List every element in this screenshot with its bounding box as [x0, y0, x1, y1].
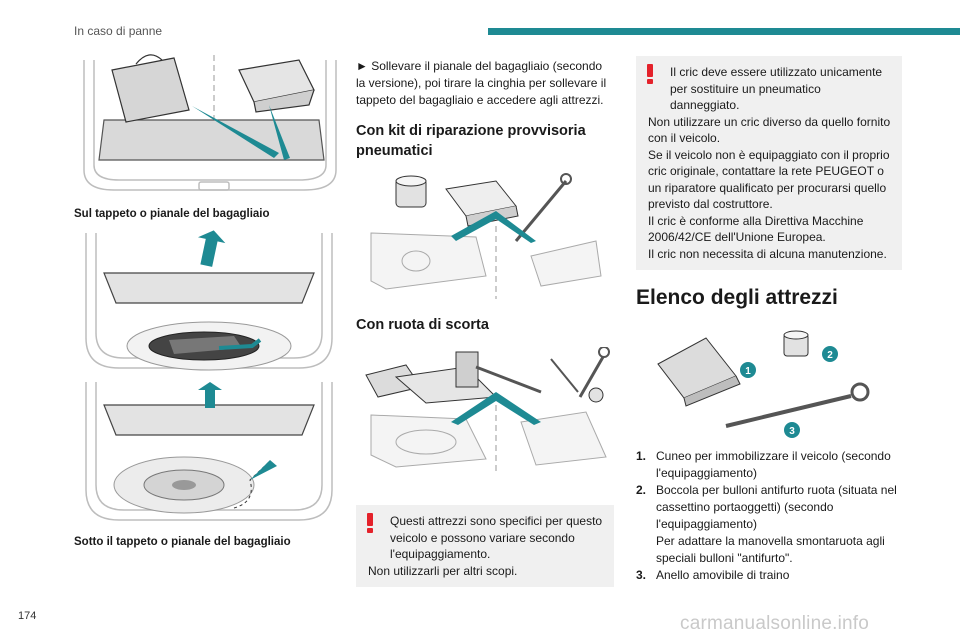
page-number: 174	[18, 610, 37, 622]
list-item-number: 1.	[636, 449, 647, 463]
caption-on-floor: Sul tappeto o pianale del bagagliaio	[74, 208, 270, 220]
jack-warning-text-5: Il cric non necessita di alcuna manutenz…	[648, 246, 887, 261]
jack-warning-text-3: Se il veicolo non è equipaggiato con il …	[648, 147, 890, 212]
callout-3-label: 3	[789, 426, 795, 437]
callout-1-label: 1	[745, 366, 751, 377]
spare-wheel-illustration	[85, 382, 333, 521]
callout-1-marker	[740, 362, 756, 378]
list-item-number: 2.	[636, 483, 647, 497]
jack-warning-text-1: Il cric deve essere utilizzato unicament…	[670, 65, 883, 112]
list-item: 1. Cuneo per immobilizzare il veicolo (s…	[636, 448, 902, 482]
list-item-text: Boccola per bulloni antifurto ruota (sit…	[656, 483, 897, 531]
list-item: 2. Boccola per bulloni antifurto ruota (…	[636, 482, 902, 567]
jack-warning-text-4: Il cric è conforme alla Direttiva Macchi…	[648, 213, 864, 245]
repair-kit-illustration	[370, 173, 602, 299]
list-item-text: Cuneo per immobilizzare il veicolo (seco…	[656, 449, 891, 480]
middle-column: ► Sollevare il pianale del bagagliaio (s…	[356, 50, 614, 587]
tools-list-illustration: 1 2 3	[657, 330, 870, 438]
tools-list: 1. Cuneo per immobilizzare il veicolo (s…	[636, 448, 902, 584]
heading-tools-list: Elenco degli attrezzi	[636, 286, 838, 309]
tools-warning-box: Questi attrezzi sono specifici per quest…	[356, 505, 614, 587]
list-item-text: Anello amovibile di traino	[656, 568, 790, 582]
callout-2-label: 2	[827, 350, 833, 361]
tools-warning-text-2: Non utilizzarli per altri scopi.	[368, 563, 518, 578]
intro-instruction: ► Sollevare il pianale del bagagliaio (s…	[356, 59, 607, 107]
callout-3-marker	[784, 422, 800, 438]
list-item-subtext: Per adattare la manovella smontaruota ag…	[656, 534, 885, 565]
heading-repair-kit: Con kit di riparazione provvisoria pneum…	[356, 123, 586, 159]
header-section-title: In caso di panne	[74, 24, 163, 38]
header-accent-bar	[488, 28, 960, 35]
jack-warning-box: Il cric deve essere utilizzato unicament…	[636, 56, 902, 270]
callout-2-marker	[822, 346, 838, 362]
watermark: carmanualsonline.info	[680, 613, 870, 634]
list-item-number: 3.	[636, 568, 647, 582]
left-column: Sul tappeto o pianale del bagagliaio Sot…	[74, 50, 344, 548]
trunk-floor-lifted-illustration	[85, 230, 333, 371]
list-item: 3. Anello amovibile di traino	[636, 567, 902, 584]
heading-spare-wheel: Con ruota di scorta	[356, 317, 489, 333]
right-column: Il cric deve essere utilizzato unicament…	[636, 50, 902, 584]
jack-warning-text-2: Non utilizzare un cric diverso da quello…	[648, 114, 891, 146]
tools-warning-text-1: Questi attrezzi sono specifici per quest…	[390, 514, 603, 561]
spare-wheel-tools-illustration	[365, 347, 610, 475]
caption-under-floor: Sotto il tappeto o pianale del bagagliai…	[74, 536, 291, 548]
trunk-bags-illustration	[83, 54, 337, 191]
warning-icon	[367, 513, 373, 533]
warning-icon	[647, 64, 653, 84]
